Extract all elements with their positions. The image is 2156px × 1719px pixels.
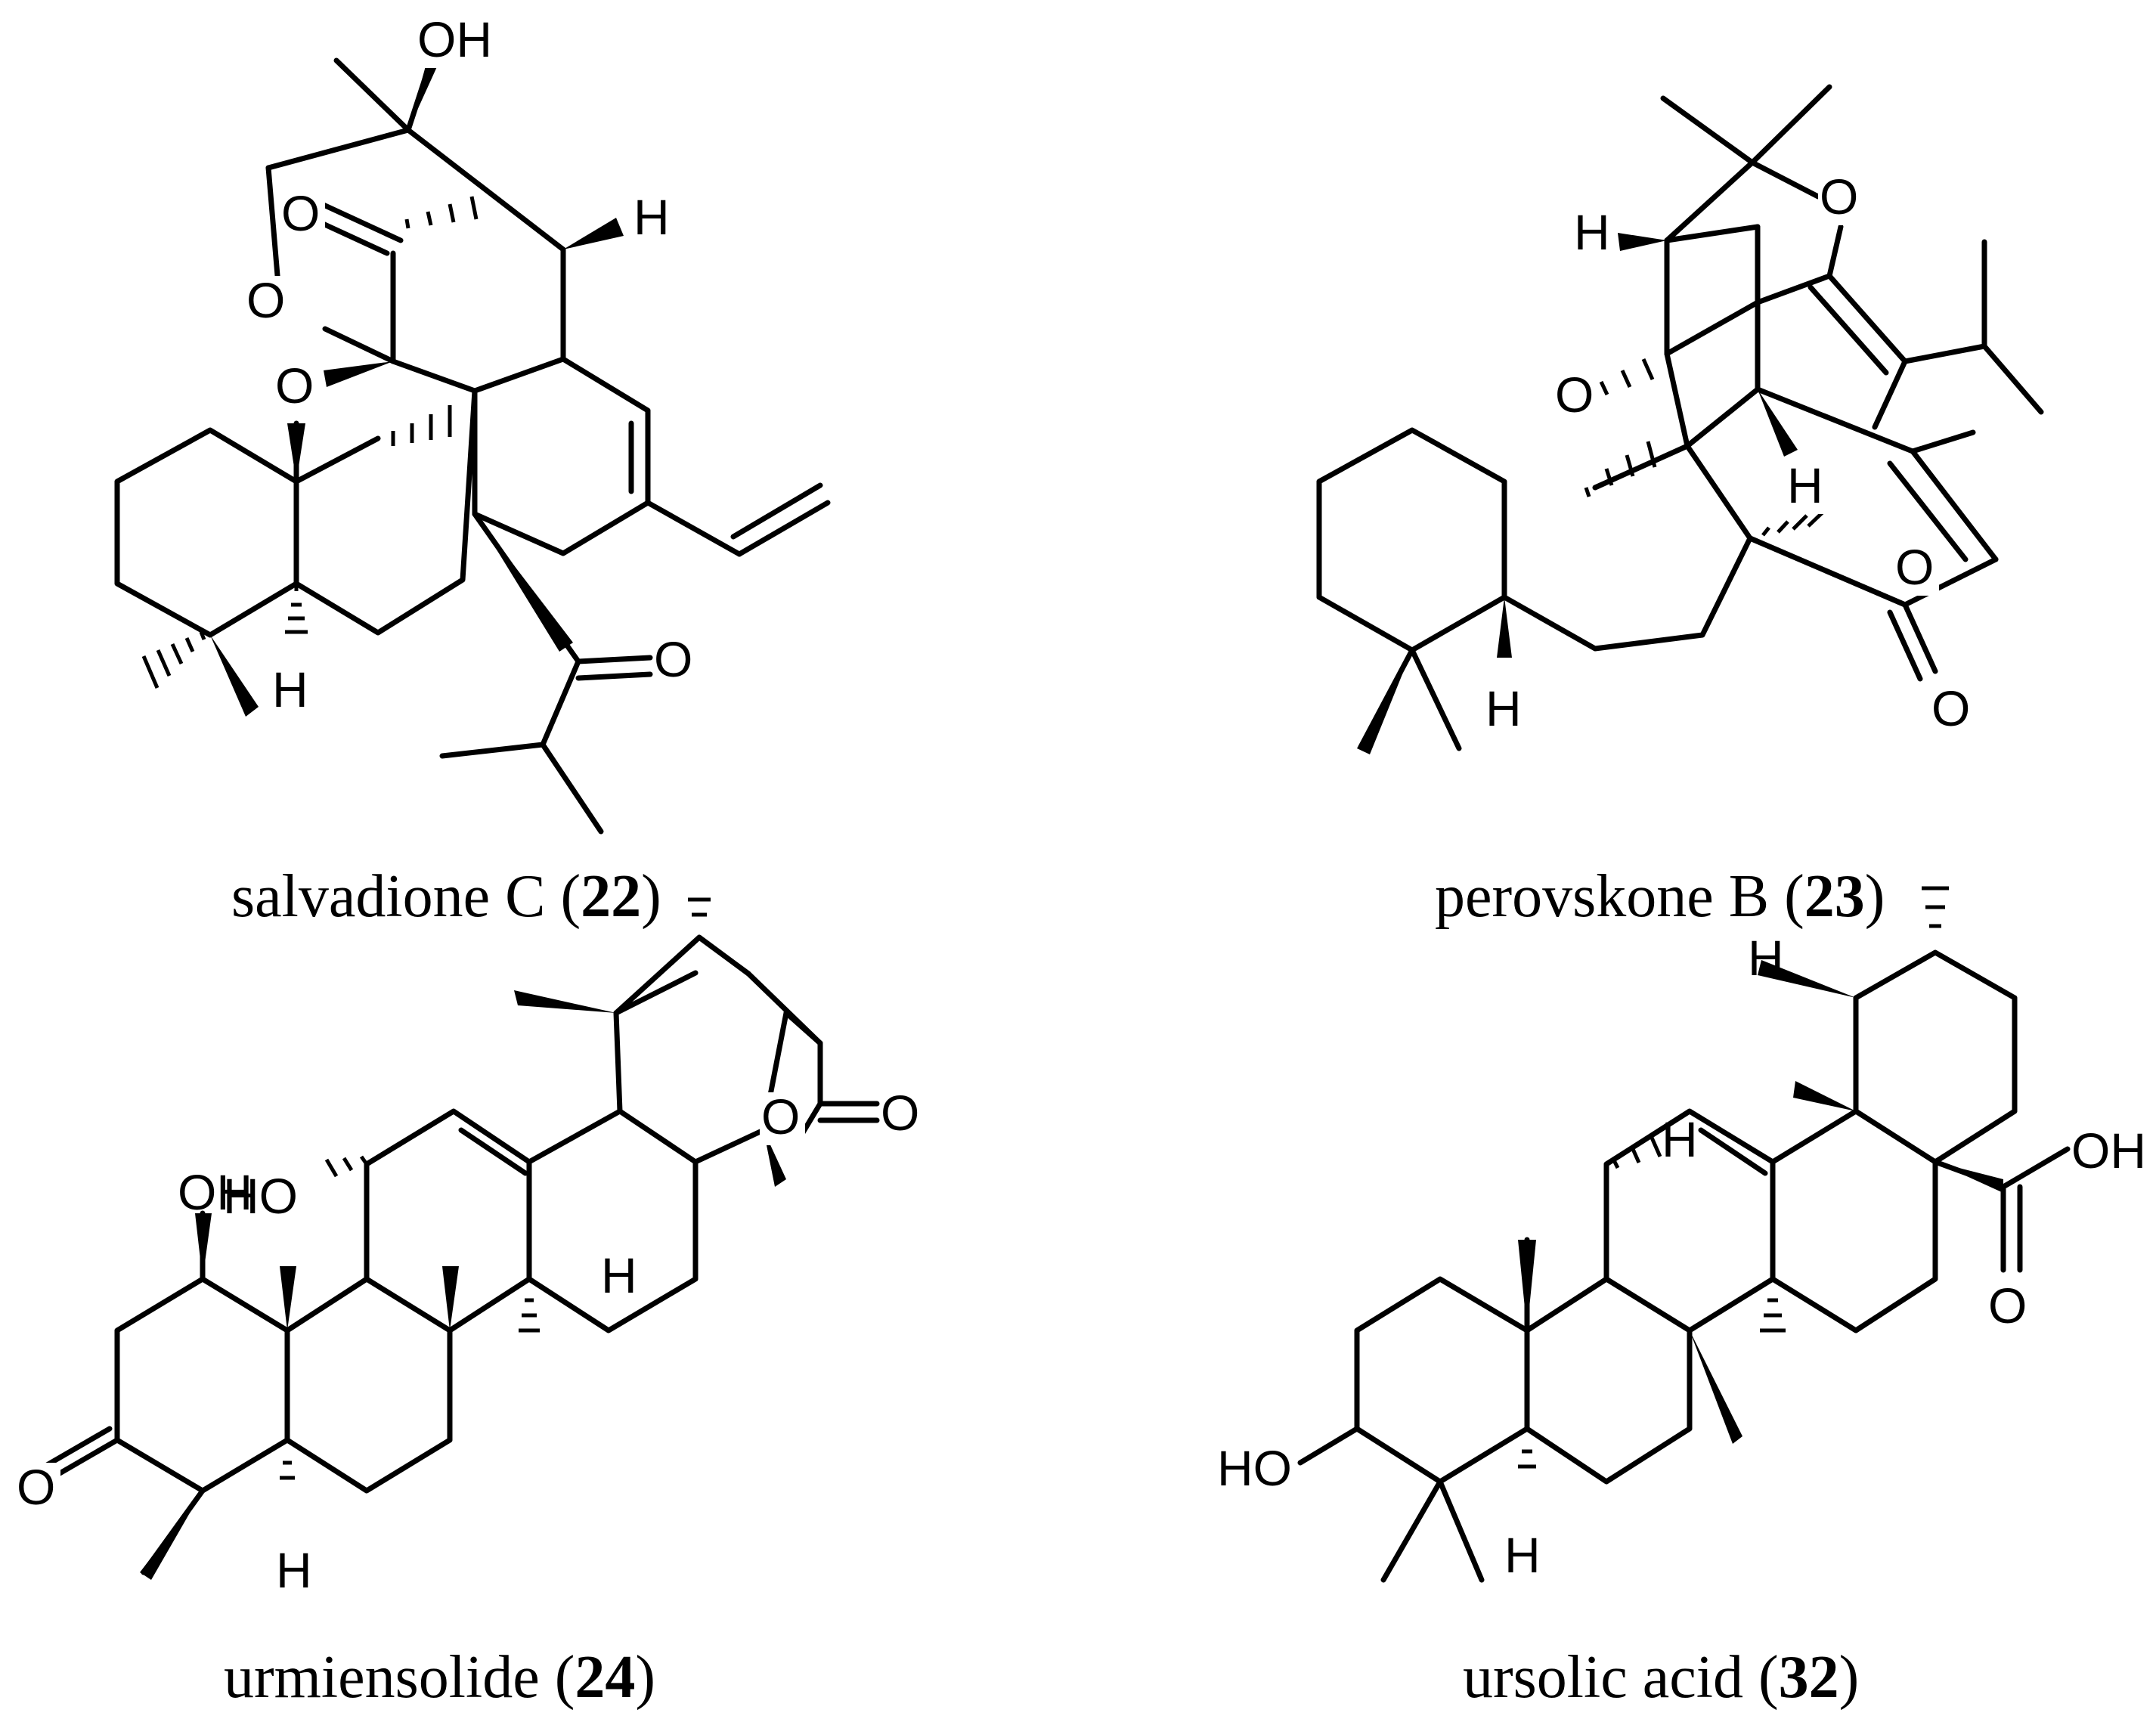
atom-label-o: O	[17, 1459, 55, 1515]
atom-label-o: O	[1555, 367, 1594, 423]
atom-label-o: O	[761, 1089, 800, 1144]
atom-label-o: O	[881, 1085, 919, 1141]
hash-bond	[1612, 1136, 1662, 1169]
hash-bond	[391, 405, 452, 446]
atom-label-h: H	[601, 1247, 637, 1303]
caption-ursolic-acid: ursolic acid (32)	[1463, 1644, 1859, 1711]
hash-bond	[285, 584, 308, 634]
hash-bond	[404, 196, 479, 229]
hash-bond	[519, 1298, 540, 1333]
hash-bond	[1584, 441, 1657, 497]
structure-perovskone-b: O O H H H O O	[1316, 84, 2044, 754]
atom-label-h: H	[1574, 204, 1610, 260]
caption-urmiensolide: urmiensolide (24)	[224, 1644, 655, 1711]
hash-bond	[1518, 1449, 1536, 1469]
atom-label-o: O	[246, 272, 285, 328]
structure-ursolic-acid: HO H H H OH O	[1217, 886, 2146, 1583]
atom-label-o: O	[1820, 169, 1858, 225]
atom-label-h: H	[1662, 1111, 1698, 1167]
atom-label-ho: HO	[223, 1168, 298, 1224]
atom-label-h: H	[1748, 930, 1784, 986]
atom-label-o: O	[654, 631, 692, 687]
atom-label-o: O	[1895, 539, 1934, 595]
atom-label-h: H	[1787, 457, 1823, 513]
atom-label-o: O	[281, 185, 320, 241]
atom-label-h: H	[276, 1542, 312, 1598]
atom-label-h: H	[1504, 1527, 1541, 1583]
hash-bond	[324, 1155, 369, 1178]
hash-bond	[280, 1460, 295, 1480]
atom-label-o: O	[275, 358, 314, 413]
hash-bond	[1761, 508, 1827, 537]
atom-label-h: H	[1485, 680, 1522, 736]
structure-salvadione-c: OH O O O H H O	[114, 11, 831, 835]
caption-salvadione-c: salvadione C (22)	[231, 863, 661, 930]
hash-bond	[1922, 886, 1949, 928]
atom-label-ho: HO	[1217, 1440, 1292, 1496]
hash-bond	[688, 897, 711, 917]
structure-urmiensolide: O OH HO H H O O	[15, 897, 919, 1598]
atom-label-oh: OH	[178, 1164, 252, 1220]
atom-label-h: H	[633, 189, 670, 245]
atom-label-o: O	[1988, 1278, 2027, 1333]
hash-bond	[141, 631, 206, 689]
caption-perovskone-b: perovskone B (23)	[1435, 863, 1885, 930]
atom-label-oh: OH	[2071, 1123, 2146, 1179]
atom-label-oh: OH	[417, 11, 492, 67]
atom-label-o: O	[1931, 680, 1970, 736]
atom-label-h: H	[272, 661, 308, 717]
hash-bond	[1760, 1298, 1786, 1333]
